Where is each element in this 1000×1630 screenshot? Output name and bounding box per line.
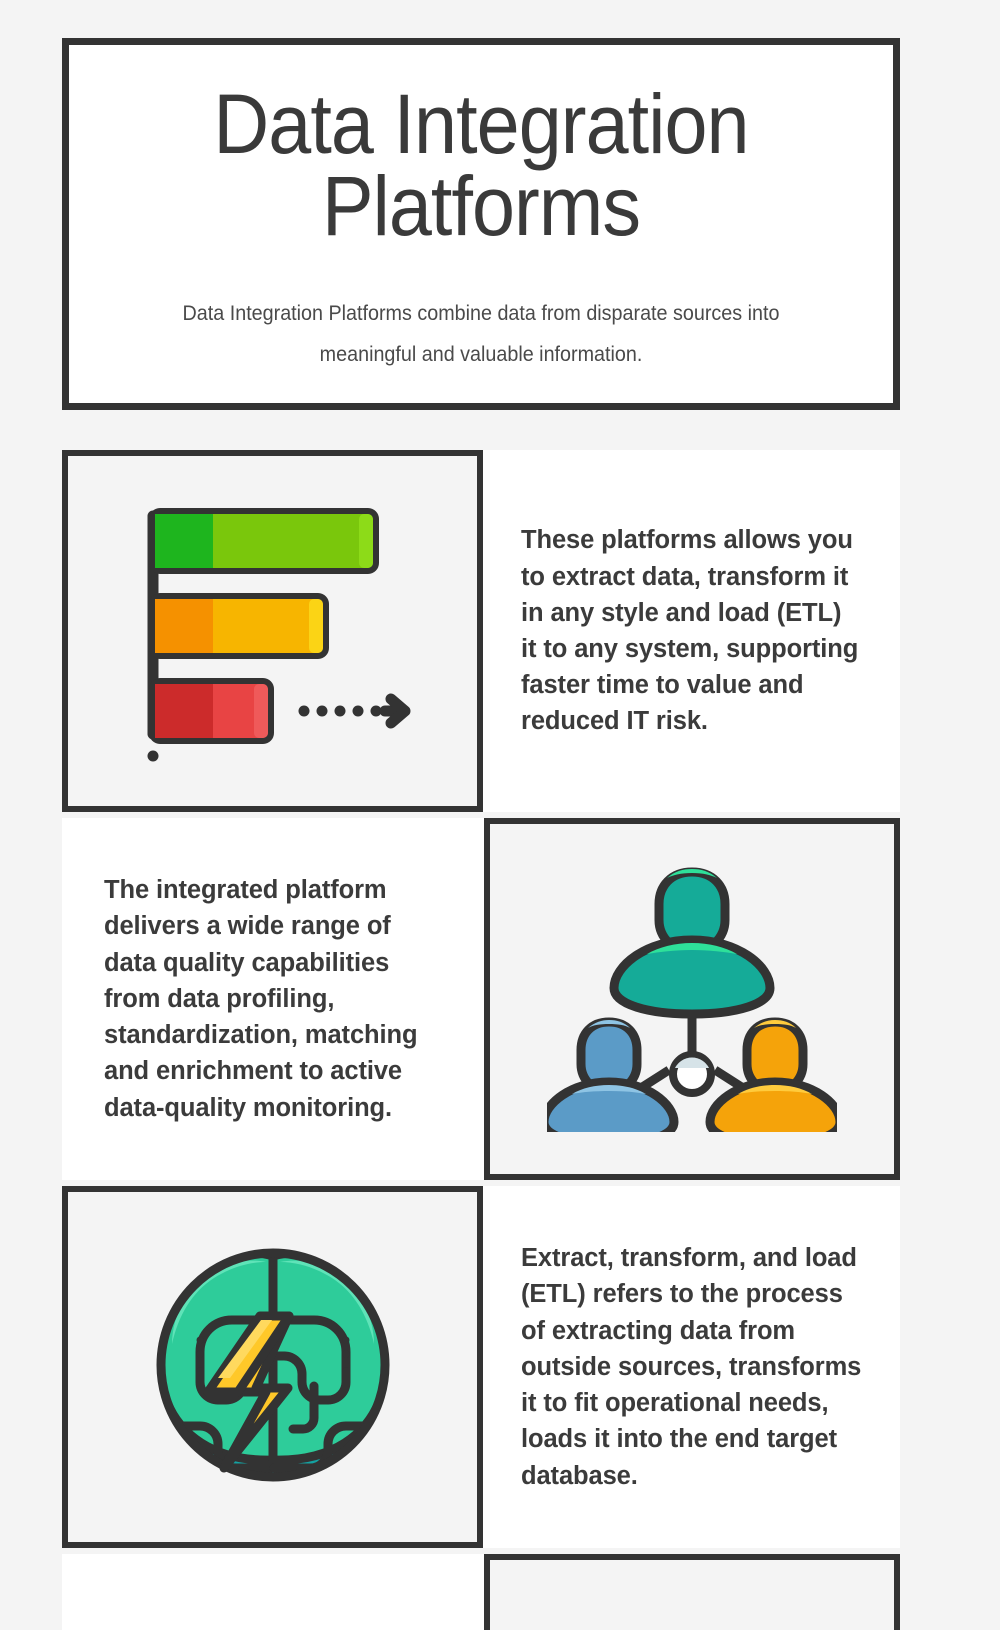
page-title: Data Integration Platforms — [131, 77, 830, 254]
page-subtitle: Data Integration Platforms combine data … — [182, 301, 780, 366]
bar-chart-icon-cell — [62, 450, 483, 812]
section-text-cell-4 — [62, 1554, 484, 1630]
brain-lightning-icon-cell — [62, 1186, 483, 1548]
page-title-line-2: Platforms — [321, 159, 641, 254]
section-text-cell-1: These platforms allows you to extract da… — [483, 450, 900, 812]
section-text-1: These platforms allows you to extract da… — [521, 526, 859, 736]
page-title-line-1: Data Integration — [213, 77, 749, 171]
section-row-3: Extract, transform, and load (ETL) refer… — [62, 1186, 900, 1548]
section-icon-cell-4 — [484, 1554, 900, 1630]
section-text-3: Extract, transform, and load (ETL) refer… — [521, 1244, 862, 1490]
section-text-cell-2: The integrated platform delivers a wide … — [62, 818, 484, 1180]
people-network-icon — [539, 862, 845, 1148]
section-row-1: These platforms allows you to extract da… — [62, 450, 900, 812]
brain-lightning-icon — [148, 1240, 398, 1495]
section-text-2: The integrated platform delivers a wide … — [104, 876, 418, 1122]
section-text-cell-3: Extract, transform, and load (ETL) refer… — [483, 1186, 900, 1548]
section-row-4-partial — [62, 1554, 900, 1630]
people-network-icon-cell — [484, 818, 900, 1180]
section-row-2: The integrated platform delivers a wide … — [62, 818, 900, 1180]
bar-chart-icon — [133, 494, 413, 769]
header-card: Data Integration Platforms Data Integrat… — [62, 38, 900, 410]
